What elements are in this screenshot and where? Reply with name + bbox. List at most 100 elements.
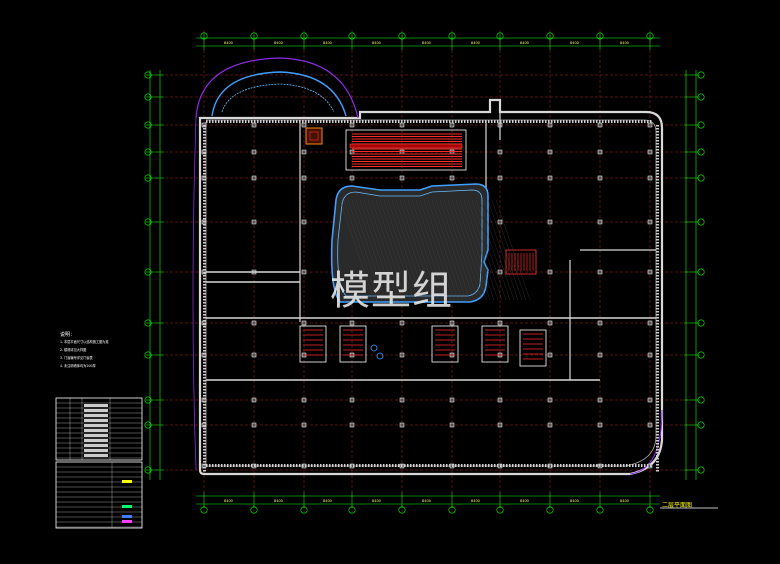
wall-hatch-right	[656, 446, 659, 448]
wall-hatch-left	[203, 251, 206, 253]
atrium-hatch	[447, 199, 483, 301]
wall-hatch-bottom	[407, 464, 409, 467]
wall-hatch-left	[203, 470, 206, 472]
wall-hatch-top	[479, 120, 481, 123]
wall-hatch-left	[203, 434, 206, 436]
wall-hatch-top	[227, 120, 229, 123]
structural-column	[497, 397, 503, 403]
wall-hatch-top	[359, 120, 361, 123]
structural-column	[399, 397, 405, 403]
wall-hatch-right	[656, 464, 659, 466]
wall-hatch-right	[656, 287, 659, 289]
wall-hatch-bottom	[206, 464, 208, 467]
structural-column	[301, 149, 307, 155]
wall-hatch-left	[203, 353, 206, 355]
wall-hatch-left	[203, 395, 206, 397]
wall-hatch-top	[635, 120, 637, 123]
wall-hatch-right	[656, 407, 659, 409]
wall-hatch-top	[524, 120, 526, 123]
wall-hatch-top	[500, 120, 502, 123]
structural-column	[597, 175, 603, 181]
wall-hatch-top	[518, 120, 520, 123]
wall-hatch-bottom	[593, 464, 595, 467]
curved-facade-left	[192, 117, 197, 471]
wall-hatch-left	[203, 254, 206, 256]
wall-hatch-top	[305, 120, 307, 123]
wall-hatch-right	[656, 293, 659, 295]
structural-column	[647, 320, 653, 326]
wall-hatch-left	[203, 431, 206, 433]
wall-hatch-right	[656, 278, 659, 280]
fixture-symbol	[370, 344, 378, 352]
wall-hatch-top	[374, 120, 376, 123]
wall-hatch-right	[656, 458, 659, 460]
wall-hatch-bottom	[212, 464, 214, 467]
structural-column	[647, 175, 653, 181]
wall-hatch-left	[203, 416, 206, 418]
wall-hatch-left	[203, 158, 206, 160]
wall-hatch-top	[410, 120, 412, 123]
atrium-hatch	[431, 199, 467, 301]
structural-column	[399, 122, 405, 128]
wall-hatch-bottom	[335, 464, 337, 467]
wall-hatch-top	[557, 120, 559, 123]
wall-hatch-bottom	[398, 464, 400, 467]
wall-hatch-left	[203, 269, 206, 271]
wall-hatch-top	[536, 120, 538, 123]
wall-hatch-right	[656, 209, 659, 211]
stair-enclosure	[345, 129, 467, 171]
wall-hatch-right	[656, 242, 659, 244]
wall-hatch-bottom	[344, 464, 346, 467]
structural-column	[497, 175, 503, 181]
wall-hatch-top	[290, 120, 292, 123]
wall-hatch-top	[332, 120, 334, 123]
wall-hatch-right	[656, 356, 659, 358]
wall-hatch-bottom	[503, 464, 505, 467]
wall-hatch-top	[362, 120, 364, 123]
wall-hatch-right	[656, 416, 659, 418]
wall-hatch-top	[401, 120, 403, 123]
wall-hatch-left	[203, 350, 206, 352]
atrium-hatch	[351, 199, 387, 301]
structural-column	[251, 149, 257, 155]
atrium-hatch	[391, 199, 427, 301]
wall-hatch-right	[656, 167, 659, 169]
atrium-hatch	[451, 199, 487, 301]
wall-hatch-left	[203, 161, 206, 163]
wall-hatch-right	[656, 284, 659, 286]
wall-hatch-bottom	[326, 464, 328, 467]
wall-hatch-top	[650, 120, 652, 123]
wall-hatch-left	[203, 131, 206, 133]
wall-hatch-bottom	[530, 464, 532, 467]
structural-column	[301, 175, 307, 181]
wall-hatch-bottom	[512, 464, 514, 467]
wall-hatch-bottom	[242, 464, 244, 467]
wall-hatch-bottom	[446, 464, 448, 467]
wall-hatch-left	[203, 302, 206, 304]
wall-hatch-bottom	[383, 464, 385, 467]
wall-hatch-left	[203, 407, 206, 409]
wall-hatch-top	[452, 120, 454, 123]
wall-hatch-top	[341, 120, 343, 123]
wall-hatch-left	[203, 227, 206, 229]
wall-hatch-bottom	[425, 464, 427, 467]
wall-hatch-top	[278, 120, 280, 123]
legend-swatch	[122, 480, 132, 483]
wall-hatch-top	[503, 120, 505, 123]
wall-hatch-right	[656, 182, 659, 184]
wall-hatch-bottom	[443, 464, 445, 467]
structural-column	[647, 397, 653, 403]
structural-column	[497, 219, 503, 225]
structural-column	[597, 122, 603, 128]
wall-hatch-left	[203, 365, 206, 367]
wall-hatch-bottom	[467, 464, 469, 467]
wall-hatch-bottom	[578, 464, 580, 467]
wall-hatch-top	[572, 120, 574, 123]
wall-hatch-right	[656, 383, 659, 385]
wall-hatch-top	[614, 120, 616, 123]
wall-hatch-top	[602, 120, 604, 123]
wall-hatch-left	[203, 134, 206, 136]
structural-column	[547, 422, 553, 428]
wall-hatch-top	[512, 120, 514, 123]
structural-column	[399, 320, 405, 326]
